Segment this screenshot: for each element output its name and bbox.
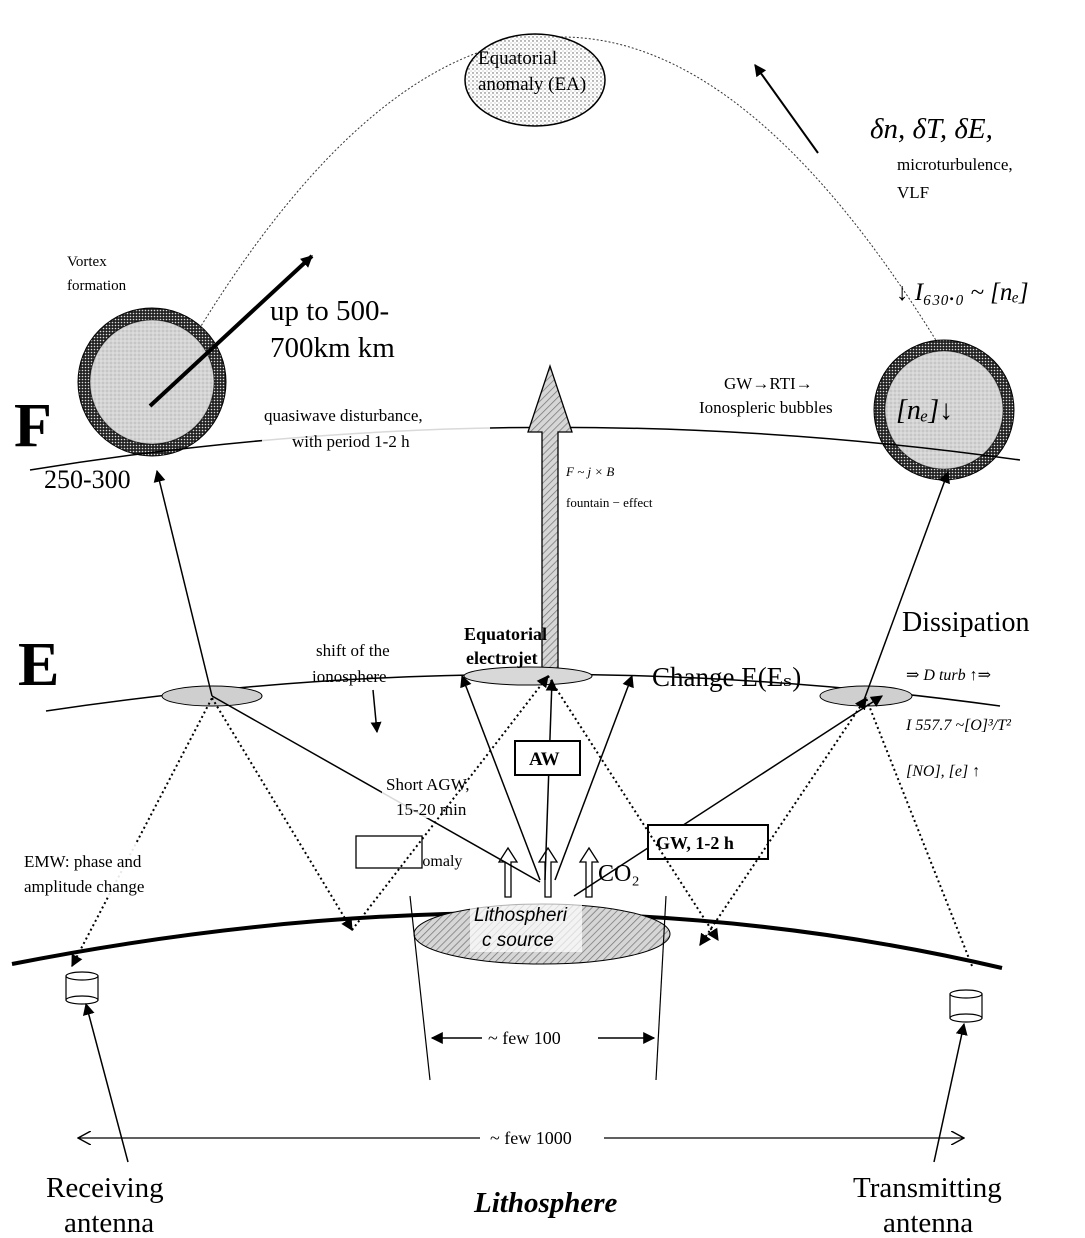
emw-left-down: [211, 697, 353, 932]
i557-label: I 557.7 ~[O]³/T²: [905, 717, 1012, 734]
source-to-eej-right: [554, 674, 634, 881]
short-agw-box: [355, 835, 423, 869]
source-to-eej-left: [460, 674, 541, 881]
few100-right-tick: [655, 895, 667, 1081]
shift-label-line2: ionosphere: [312, 667, 387, 686]
emw-label-bg: [20, 844, 200, 896]
emw-mid-down-right: [547, 675, 719, 942]
receiving-label-line1: Receiving: [46, 1172, 164, 1204]
few100-label: ~ few 100: [488, 1028, 561, 1048]
emw-mid-up-left: [351, 675, 549, 931]
transmitting-label-line2: antenna: [883, 1207, 973, 1238]
fountain-formula: F ~ j × B: [565, 464, 614, 479]
emw-label-line1: EMW: phase and: [24, 852, 142, 871]
right-rise-arrow: [863, 470, 950, 701]
few100-left-tick: [409, 895, 431, 1081]
litho-src-line1: Lithospheri: [474, 905, 568, 926]
ne-bubble-label: [nₑ]↓: [896, 395, 953, 426]
change-e-label: Change E(Eₛ): [652, 662, 801, 692]
litho-src-line2: c source: [482, 930, 554, 951]
lithosphere-label: Lithosphere: [473, 1187, 618, 1219]
emw-label-line2: amplitude change: [24, 877, 144, 896]
receiving-label-line2: antenna: [64, 1207, 154, 1238]
ir-hollow-arrow-3: [578, 846, 600, 898]
short-agw-label-line2: 15-20 min: [396, 800, 467, 819]
ea-label-line2: anomaly (EA): [478, 74, 586, 95]
quasi-label-bg: [262, 398, 490, 456]
equatorial-anomaly-ellipse: [464, 33, 606, 127]
left-rise-arrow: [153, 469, 213, 697]
dissipation-label: Dissipation: [902, 607, 1030, 638]
few1000-label: ~ few 1000: [490, 1128, 572, 1148]
emw-right-up: [699, 697, 867, 946]
e-layer-label: E: [18, 631, 59, 699]
shift-label-line1: shift of the: [316, 641, 390, 660]
short-agw-label-bg: [382, 768, 492, 818]
fountain-effect-arrow: [527, 363, 573, 675]
gw-box-label: GW, 1-2 h: [656, 833, 734, 853]
ea-label-line1: Equatorial: [478, 48, 557, 69]
litho-src-label-bg: [470, 900, 582, 952]
receiving-antenna-arrow: [82, 1002, 129, 1163]
emw-transmitter-up: [865, 697, 973, 967]
ir-hollow-arrow-2: [537, 846, 559, 898]
quasi-label-line1: quasiwave disturbance,: [264, 406, 423, 425]
transmitting-antenna-arrow: [933, 1022, 968, 1163]
emw-receiver-up: [71, 697, 213, 968]
vortex-label-line1: Vortex: [67, 254, 107, 270]
transmitting-label-line1: Transmitting: [853, 1172, 1002, 1204]
quasi-label-line2: with period 1-2 h: [292, 432, 410, 451]
f-layer-curve: [29, 426, 1021, 471]
upto-altitude-arrow: [148, 254, 314, 408]
micro-label-line1: microturbulence,: [897, 155, 1013, 174]
gw-rti-label-line2: Ionospleric bubbles: [699, 398, 833, 417]
gw-line: [573, 695, 884, 897]
left-vortex-core-tint: [90, 320, 214, 444]
aw-box: [514, 740, 581, 776]
upto-label-line1: up to 500-: [270, 295, 389, 327]
receiving-antenna-icon: [65, 971, 99, 1005]
short-agw-line: [211, 695, 541, 883]
aw-label: AW: [529, 749, 560, 770]
micro-label-line2: VLF: [897, 183, 929, 202]
co2-label: CO₂: [598, 861, 640, 887]
fountain-label: fountain − effect: [566, 495, 653, 510]
f-altitude-label: 250-300: [44, 465, 131, 494]
shift-arrow: [370, 689, 382, 734]
ea-arrow: [754, 64, 819, 154]
no-e-label: [NO], [e] ↑: [906, 763, 980, 780]
vortex-label-line2: formation: [67, 278, 127, 294]
transmitting-antenna-icon: [949, 989, 983, 1023]
e-center-patch: [463, 666, 593, 686]
i630-label: ↓ I₆₃₀.₀ ~ [nₑ]: [896, 279, 1029, 306]
ir-hollow-arrow-1: [497, 846, 519, 898]
right-bubble-core-tint: [885, 351, 1003, 469]
f-layer-label: F: [14, 392, 52, 460]
eej-label-line1: Equatorial: [464, 624, 547, 644]
short-agw-label-line1: Short AGW,: [386, 775, 469, 794]
source-to-eej-center: [544, 678, 558, 881]
gw-rti-label-line1: GW→RTI→: [724, 374, 813, 393]
upto-label-line2: 700km km: [270, 332, 395, 364]
eej-label-line2: electrojet: [466, 648, 538, 668]
delta-params: δn, δT, δE,: [870, 113, 993, 145]
dturb-label: ⇒ D turb ↑⇒: [906, 667, 991, 684]
